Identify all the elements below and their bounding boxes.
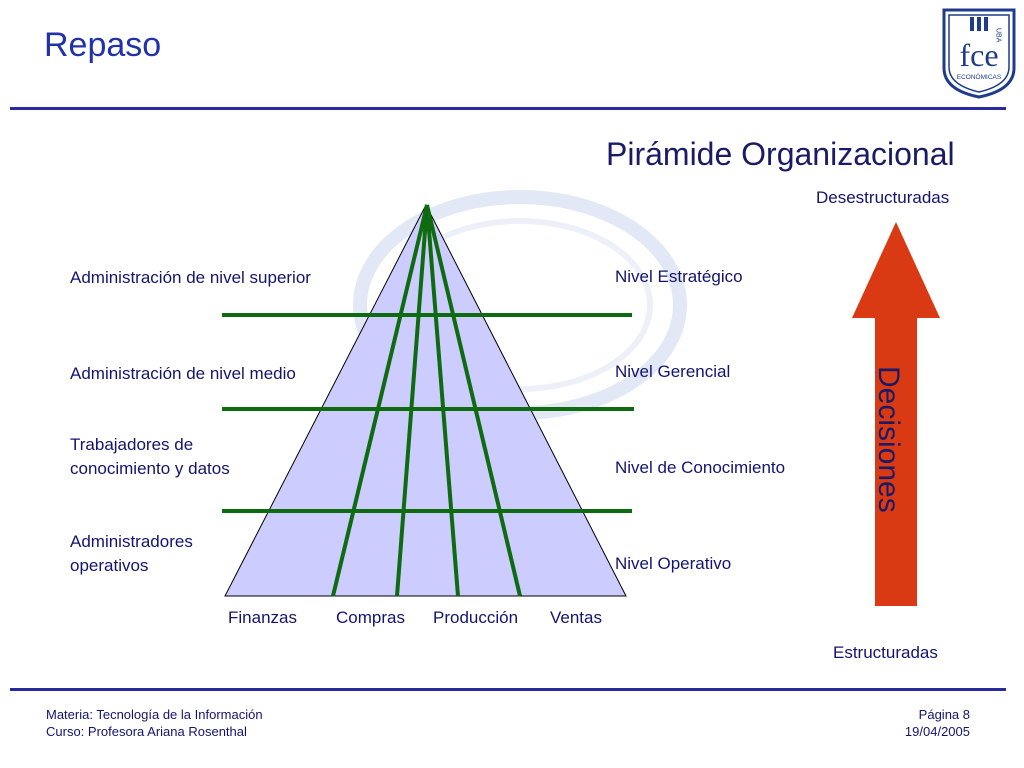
footer-curso: Curso: Profesora Ariana Rosenthal bbox=[46, 724, 247, 739]
slide-title: Repaso bbox=[44, 26, 162, 64]
bottom-label-compras: Compras bbox=[336, 608, 405, 627]
diagram-title: Pirámide Organizacional bbox=[606, 136, 955, 172]
functional-line-4 bbox=[425, 204, 522, 597]
functional-line-2 bbox=[395, 204, 429, 597]
left-label-medio: Administración de nivel medio bbox=[70, 364, 296, 383]
left-label-conocimiento: Trabajadores de conocimiento y datos bbox=[70, 435, 230, 478]
bottom-label-finanzas: Finanzas bbox=[228, 608, 297, 627]
logo-main-text: fce bbox=[959, 37, 998, 73]
arrow-bottom-label: Estructuradas bbox=[833, 643, 938, 662]
bottom-label-ventas: Ventas bbox=[550, 608, 602, 627]
logo-bottom-text: ECONÓMICAS bbox=[957, 72, 1002, 81]
footer-fecha: 19/04/2005 bbox=[904, 724, 970, 739]
functional-line-1 bbox=[331, 204, 429, 597]
header-divider bbox=[10, 107, 1006, 110]
footer-pagina: Página 8 bbox=[918, 707, 970, 722]
decisions-arrow bbox=[852, 222, 940, 606]
right-label-gerencial: Nivel Gerencial bbox=[615, 362, 731, 381]
arrow-label: Decisiones bbox=[872, 365, 905, 513]
fce-uba-logo: UBA fce ECONÓMICAS bbox=[942, 8, 1016, 99]
pyramid-shape bbox=[224, 203, 627, 597]
bottom-label-produccion: Producción bbox=[433, 608, 519, 627]
footer-divider bbox=[10, 688, 1006, 691]
arrow-top-label: Desestructuradas bbox=[816, 188, 950, 207]
footer-materia: Materia: Tecnología de la Información bbox=[46, 707, 263, 722]
left-label-operativos: Administradores operativos bbox=[70, 532, 193, 575]
logo-top-text: UBA bbox=[995, 28, 1002, 43]
pyramid-functional-lines bbox=[331, 204, 522, 597]
right-label-estrategico: Nivel Estratégico bbox=[615, 267, 743, 286]
right-label-conocimiento: Nivel de Conocimiento bbox=[615, 458, 786, 477]
pyramid-level-lines bbox=[222, 313, 634, 513]
right-label-operativo: Nivel Operativo bbox=[615, 554, 732, 573]
logo-shield bbox=[942, 8, 1016, 99]
functional-line-3 bbox=[425, 204, 460, 597]
left-label-superior: Administración de nivel superior bbox=[70, 268, 311, 287]
